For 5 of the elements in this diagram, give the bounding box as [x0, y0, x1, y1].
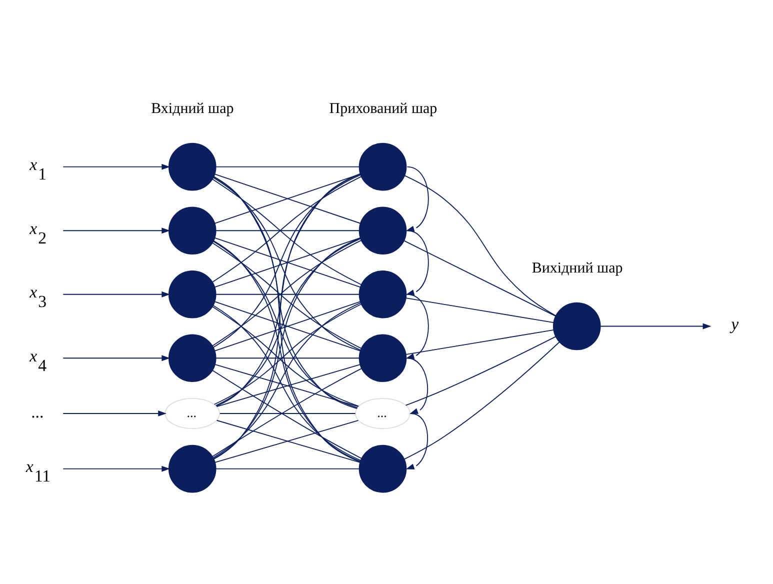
node-text: y: [731, 314, 739, 333]
label: Вихідний шар: [532, 260, 623, 276]
node-text: ...: [31, 402, 44, 422]
label: Вхідний шар: [151, 100, 234, 117]
label: Прихований шар: [329, 100, 438, 117]
